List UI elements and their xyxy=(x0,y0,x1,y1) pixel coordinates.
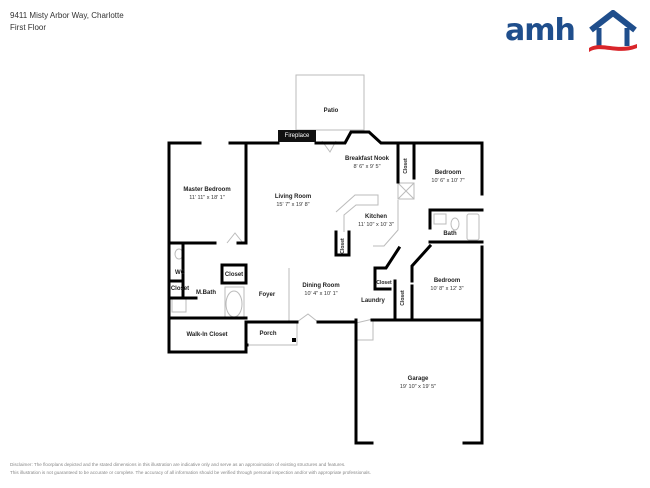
room-bedroom-upper: Bedroom 10' 6" x 10' 7" xyxy=(431,169,464,185)
property-address: 9411 Misty Arbor Way, Charlotte xyxy=(10,11,124,20)
room-name: Breakfast Nook xyxy=(344,156,390,162)
room-dims: 10' 6" x 10' 7" xyxy=(431,178,465,184)
room-bath: Bath xyxy=(443,230,456,238)
room-dims: 10' 4" x 10' 1" xyxy=(304,291,338,297)
room-name: Laundry xyxy=(361,298,385,304)
room-name: Walk-In Closet xyxy=(186,332,228,338)
room-name: Closet xyxy=(224,272,244,278)
room-name: Closet xyxy=(376,280,392,286)
room-name: Porch xyxy=(259,331,277,337)
room-name: Closet xyxy=(170,286,190,292)
logo-wordmark: amh xyxy=(505,13,576,48)
room-name: Bedroom xyxy=(433,278,461,284)
room-porch: Porch xyxy=(259,330,276,338)
room-name: Master Bedroom xyxy=(183,187,231,193)
room-bedroom-lower: Bedroom 10' 8" x 12' 3" xyxy=(430,277,463,293)
disclaimer-line-1: Disclaimer: The floorplans depicted and … xyxy=(10,462,346,467)
room-name: Garage xyxy=(407,376,429,382)
room-closet-mbath-right: Closet xyxy=(225,271,243,279)
disclaimer-line-2: This illustration is not guaranteed to b… xyxy=(10,470,371,475)
room-name: M.Bath xyxy=(196,290,216,296)
room-name: Bath xyxy=(443,231,457,237)
room-name: Patio xyxy=(323,108,339,114)
room-master-bedroom: Master Bedroom 11' 11" x 18' 1" xyxy=(183,186,230,202)
room-dims: 10' 8" x 12' 3" xyxy=(430,286,464,292)
house-roof-icon xyxy=(589,10,637,52)
amh-logo: amh xyxy=(505,10,640,52)
room-name: Dining Room xyxy=(302,283,340,289)
floor-label: First Floor xyxy=(10,23,46,32)
room-name: Closet xyxy=(400,290,406,306)
room-name: Kitchen xyxy=(364,214,387,220)
walls xyxy=(167,130,484,445)
room-mbath: M.Bath xyxy=(196,289,216,297)
room-name: Closet xyxy=(340,238,346,254)
room-kitchen-closet: Closet xyxy=(339,238,347,253)
room-name: Foyer xyxy=(258,292,276,298)
room-dining-room: Dining Room 10' 4" x 10' 1" xyxy=(302,282,339,298)
room-name: Closet xyxy=(403,158,409,174)
room-breakfast-nook: Breakfast Nook 8' 6" x 9' 5" xyxy=(345,155,389,171)
room-closet-mbath-left: Closet xyxy=(171,285,189,293)
room-dims: 19' 10" x 19' 5" xyxy=(399,384,437,390)
room-name: WC xyxy=(175,270,185,276)
room-wc: WC xyxy=(175,269,185,277)
room-living-room: Living Room 15' 7" x 19' 8" xyxy=(275,193,311,209)
room-foyer: Foyer xyxy=(259,291,275,299)
room-walk-in-closet: Walk-In Closet xyxy=(186,331,227,339)
fireplace: Fireplace xyxy=(278,130,316,142)
room-dims: 11' 10" x 10' 3" xyxy=(358,222,394,228)
patio-outline xyxy=(295,74,365,131)
room-closet-lower: Closet xyxy=(399,290,407,305)
room-kitchen: Kitchen 11' 10" x 10' 3" xyxy=(358,213,394,229)
room-name: Living Room xyxy=(274,194,312,200)
pantry-x xyxy=(397,182,415,200)
room-dims: 8' 6" x 9' 5" xyxy=(353,164,381,170)
room-dims: 11' 11" x 18' 1" xyxy=(189,195,225,201)
room-name: Bedroom xyxy=(434,170,462,176)
room-patio: Patio xyxy=(324,107,339,115)
room-dims: 15' 7" x 19' 8" xyxy=(276,202,310,208)
room-closet-upper: Closet xyxy=(402,158,410,173)
room-garage: Garage 19' 10" x 19' 5" xyxy=(400,375,436,391)
room-laundry: Laundry xyxy=(361,297,385,305)
room-laundry-closet: Closet xyxy=(376,279,391,287)
